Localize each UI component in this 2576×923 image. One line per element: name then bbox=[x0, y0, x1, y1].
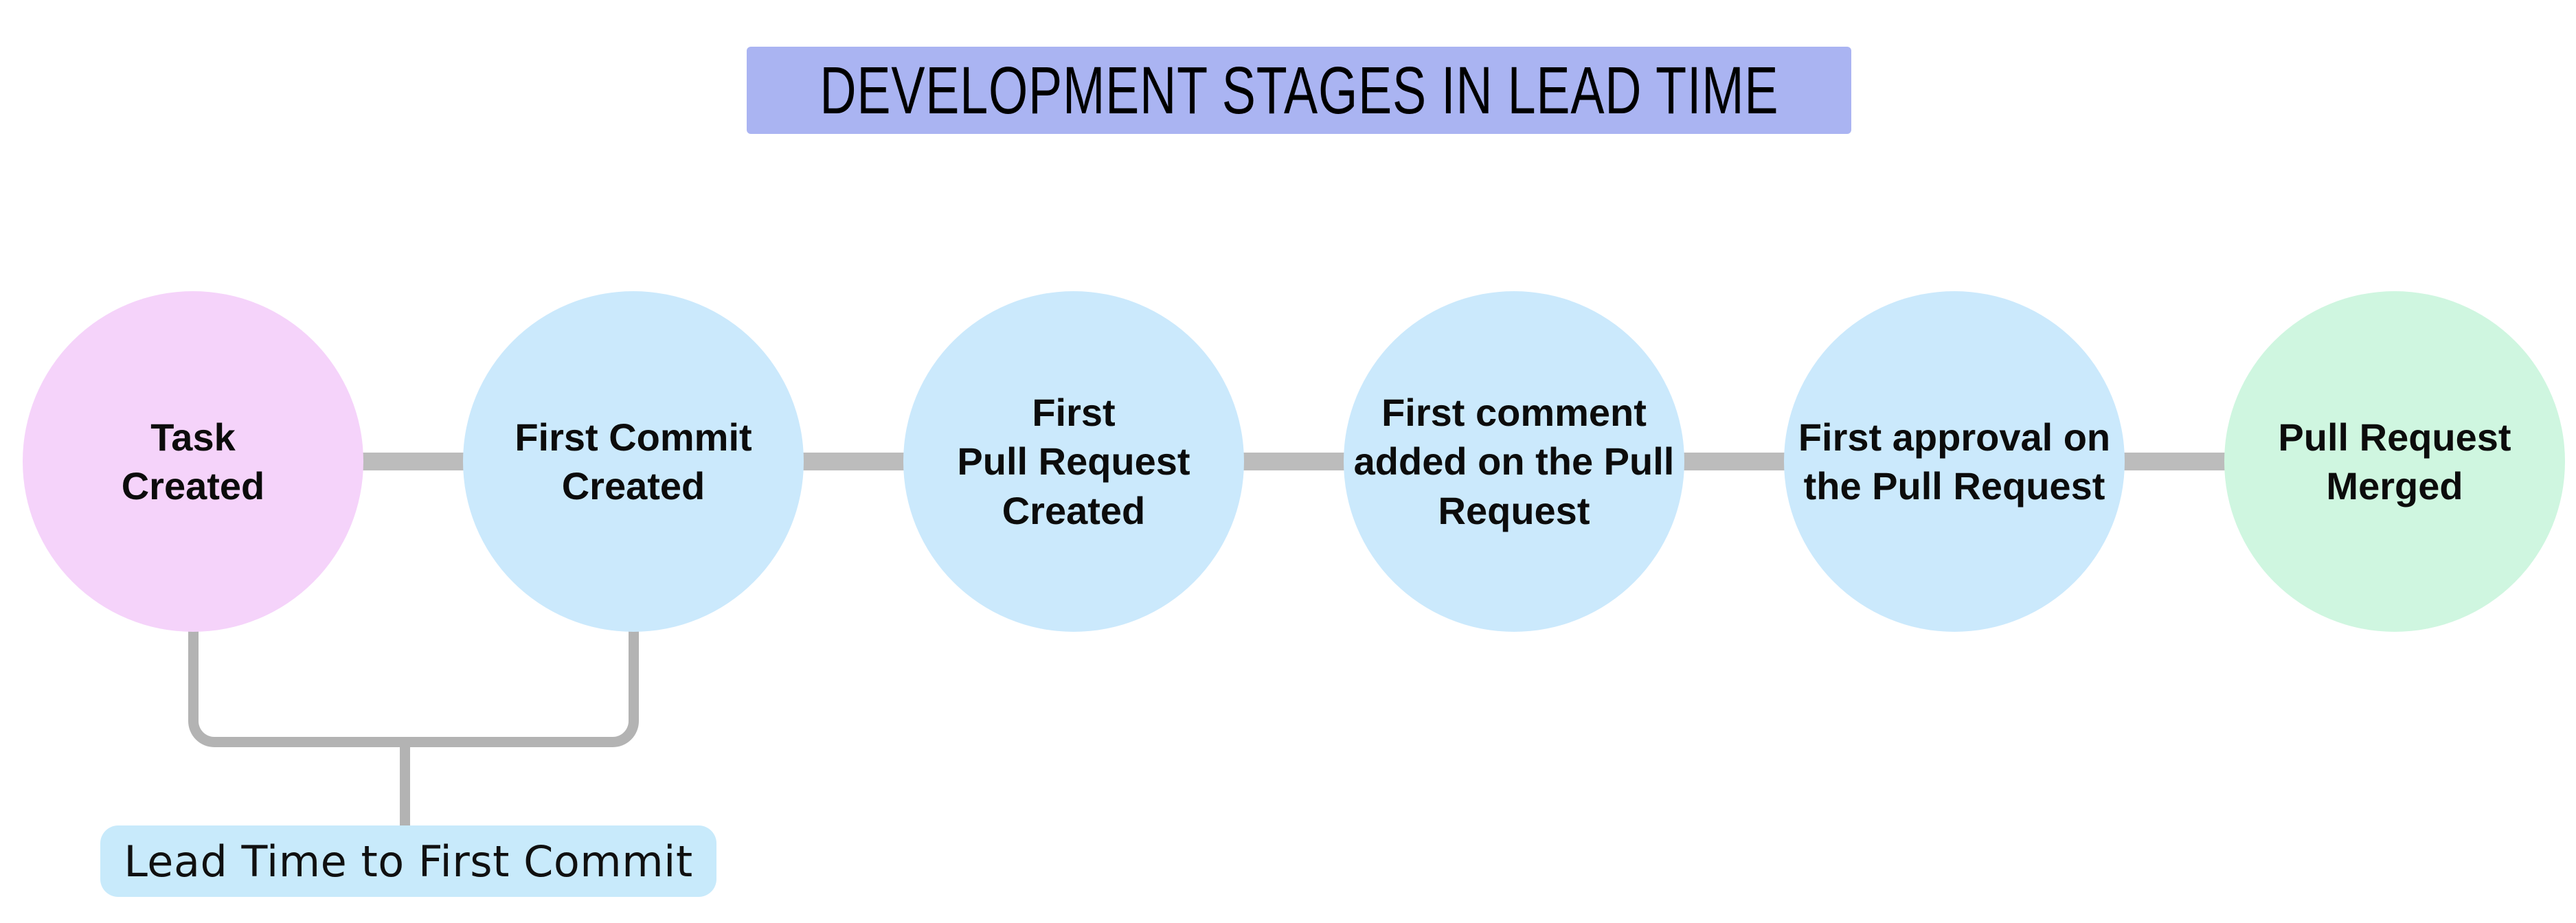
stage-label-line: Merged bbox=[2326, 464, 2463, 508]
stage-label-line: First Commit bbox=[515, 415, 752, 459]
stage-label-line: Created bbox=[1002, 488, 1146, 532]
stage-circle-first-approval: First approval on the Pull Request bbox=[1784, 291, 2125, 632]
stage-label-line: the Pull Request bbox=[1803, 464, 2105, 508]
stage-label-line: Created bbox=[121, 464, 265, 508]
lead-time-bracket-stem bbox=[400, 746, 410, 827]
stage-circle-task-created: Task Created bbox=[23, 291, 363, 632]
stage-label-line: Pull Request bbox=[2278, 415, 2511, 459]
stage-label-line: Created bbox=[561, 464, 705, 508]
stage-circle-first-comment-added: First comment added on the Pull Request bbox=[1344, 291, 1684, 632]
lead-time-annotation-label: Lead Time to First Commit bbox=[124, 836, 693, 887]
stage-label-line: Request bbox=[1438, 488, 1590, 532]
stage-label-line: Task bbox=[150, 415, 236, 459]
stage-circle-pull-request-merged: Pull Request Merged bbox=[2224, 291, 2565, 632]
stage-label-line: Pull Request bbox=[957, 440, 1190, 483]
stage-label-line: First bbox=[1032, 391, 1116, 435]
stage-circle-first-commit-created: First Commit Created bbox=[463, 291, 804, 632]
diagram-title: DEVELOPMENT STAGES IN LEAD TIME bbox=[820, 52, 1778, 128]
lead-time-bracket bbox=[188, 629, 639, 747]
stage-label-line: First approval on bbox=[1798, 415, 2111, 459]
lead-time-annotation-box: Lead Time to First Commit bbox=[100, 825, 716, 897]
stage-circle-first-pr-created: First Pull Request Created bbox=[903, 291, 1244, 632]
stage-label-line: First comment bbox=[1381, 391, 1647, 435]
stage-label-line: added on the Pull bbox=[1353, 440, 1675, 483]
title-banner: DEVELOPMENT STAGES IN LEAD TIME bbox=[747, 47, 1851, 134]
